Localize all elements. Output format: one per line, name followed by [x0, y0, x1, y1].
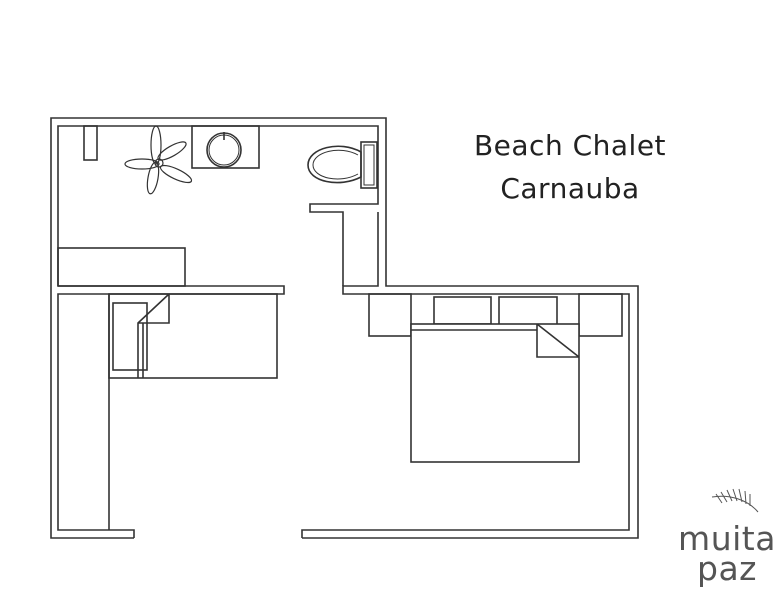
logo-line2: paz [697, 549, 757, 588]
palm-leaf-icon [711, 488, 759, 513]
single-bed [108, 293, 278, 379]
shelf [83, 125, 98, 161]
sink-counter [191, 125, 260, 169]
toilet-icon [307, 141, 378, 189]
plan-subtitle: Carnauba [500, 172, 640, 205]
inner-wall-right [301, 212, 630, 538]
counter [57, 247, 186, 287]
inner-wall [57, 125, 379, 538]
plan-title: Beach Chalet [473, 129, 667, 162]
logo-line1: muita [678, 519, 776, 558]
outer-wall [50, 117, 639, 539]
plant-icon [124, 125, 193, 195]
double-bed [368, 293, 623, 463]
